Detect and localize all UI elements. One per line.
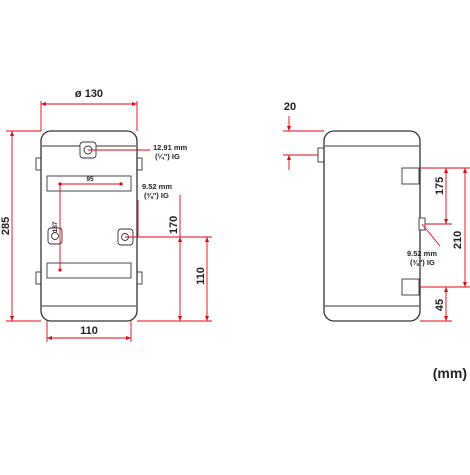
side-view: 20 175 210 9.52 mm (⅜") IG: [283, 101, 470, 322]
bracket-vertical-label: 187: [52, 221, 59, 232]
side-bottom-offset-label: 45: [434, 299, 446, 311]
front-right-lower-lug: [136, 271, 143, 285]
front-height-label: 285: [0, 217, 12, 235]
front-upper-bracket: [46, 175, 132, 192]
side-fitting-callout-line1: 9.52 mm: [142, 182, 172, 191]
fitting-height-170-label: 170: [168, 216, 180, 234]
fitting-height-170-dimension: [133, 195, 185, 322]
side-fitting-callout-line2: (⅜") IG: [410, 258, 435, 267]
front-width-dimension: [40, 101, 138, 131]
left-fitting-icon: [47, 227, 63, 245]
top-fitting-callout-line1: 12.91 mm: [153, 143, 188, 152]
front-height-dimension: [6, 130, 41, 322]
side-top-offset-label: 20: [284, 101, 296, 113]
top-fitting-callout-line2: (¼") IG: [155, 152, 180, 161]
side-upper-bracket: [401, 167, 420, 185]
front-left-upper-lug: [35, 157, 42, 171]
front-left-lower-lug: [35, 271, 42, 285]
bracket-spacing-label: 95: [86, 176, 94, 183]
front-base-width-dimension: [46, 321, 132, 342]
front-right-upper-lug: [136, 157, 143, 171]
front-base-width-label: 110: [80, 325, 98, 337]
side-upper-bracket-label: 175: [434, 177, 446, 195]
fitting-height-110-dimension: [185, 236, 212, 322]
side-middle-dimension: [419, 167, 470, 288]
bracket-vertical-dimension: [58, 184, 62, 272]
side-lower-bracket: [401, 278, 420, 296]
units-label: (mm): [433, 365, 467, 381]
side-middle-label: 210: [452, 231, 464, 249]
side-top-offset-dimension: [283, 116, 324, 170]
side-fitting-callout-line2: (⅜") IG: [144, 191, 169, 200]
side-upper-bracket-dimension: [419, 167, 452, 225]
front-width-label: ø 130: [75, 88, 103, 100]
side-fitting-leader: [421, 223, 441, 247]
side-fitting-callout-line1: 9.52 mm: [407, 249, 437, 258]
front-lower-bracket: [46, 262, 132, 279]
side-bottom-offset-dimension: [420, 287, 452, 322]
front-view: ø 130 285 110 95: [0, 88, 212, 342]
fitting-height-110-label: 110: [195, 267, 207, 285]
